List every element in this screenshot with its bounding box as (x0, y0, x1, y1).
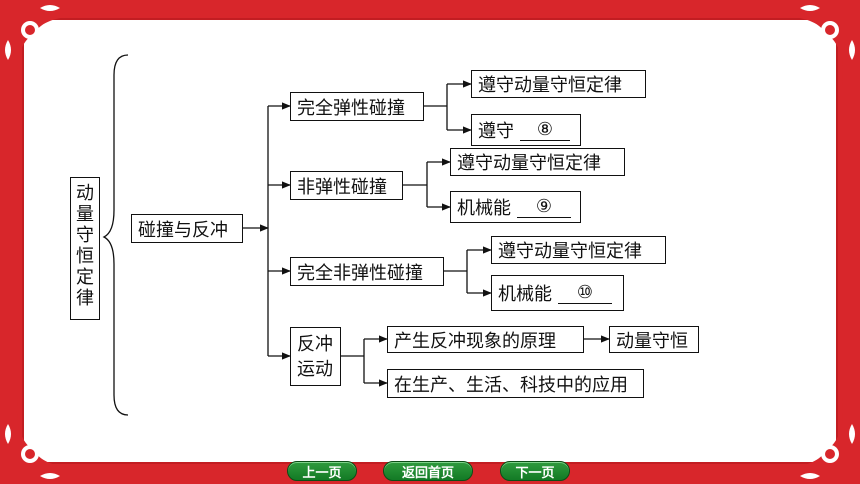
branch-label-line: 反冲 (297, 334, 333, 355)
branch-label: 完全非弹性碰撞 (297, 262, 423, 284)
item-text: 遵守动量守恒定律 (478, 75, 622, 96)
item-text: 遵守 (478, 121, 514, 142)
item-box: 遵守 ⑧ (471, 114, 581, 146)
root-box: 动 量 守 恒 定 律 (70, 177, 100, 320)
root-char: 守 (76, 225, 94, 246)
next-page-label: 下一页 (515, 465, 555, 481)
home-button[interactable]: 返回首页 (383, 461, 473, 481)
item-box: 机械能 ⑩ (491, 275, 624, 311)
branch-label: 非弹性碰撞 (297, 176, 387, 198)
root-char: 恒 (76, 246, 94, 267)
branch-label: 完全弹性碰撞 (297, 97, 405, 119)
item-box: 机械能 ⑨ (450, 191, 581, 223)
item-box: 遵守动量守恒定律 (450, 148, 625, 176)
result-text: 动量守恒 (616, 330, 688, 352)
brace (102, 54, 129, 416)
branch-box-inelastic: 非弹性碰撞 (290, 171, 403, 200)
item-text: 遵守动量守恒定律 (498, 241, 642, 262)
item-text: 机械能 (498, 284, 552, 305)
root-char: 量 (76, 204, 94, 225)
root-char: 动 (76, 183, 94, 204)
fill-blank: ⑨ (517, 196, 571, 218)
item-text: 机械能 (457, 198, 511, 219)
corner-ornament-top-right (774, 0, 860, 86)
result-box: 动量守恒 (609, 326, 699, 353)
corner-ornament-top-left (0, 0, 86, 86)
branch-label-line: 运动 (297, 359, 333, 380)
item-box: 在生产、生活、科技中的应用 (387, 369, 644, 398)
root-char: 定 (76, 267, 94, 288)
item-box: 遵守动量守恒定律 (491, 236, 666, 264)
prev-page-label: 上一页 (302, 465, 342, 481)
frame-top-band (0, 0, 860, 20)
corner-ornament-bottom-left (0, 398, 86, 484)
home-label: 返回首页 (401, 465, 454, 481)
branch-box-recoil: 反冲 运动 (290, 327, 341, 386)
item-text: 产生反冲现象的原理 (394, 330, 556, 352)
fill-blank: ⑩ (558, 282, 612, 304)
root-char: 律 (76, 288, 94, 309)
prev-page-button[interactable]: 上一页 (287, 461, 357, 481)
branch-box-perfectly-inelastic: 完全非弹性碰撞 (290, 257, 444, 286)
fill-blank: ⑧ (520, 119, 570, 141)
item-box: 产生反冲现象的原理 (387, 326, 584, 353)
branch-box-elastic: 完全弹性碰撞 (290, 92, 424, 121)
item-text: 遵守动量守恒定律 (457, 153, 601, 174)
corner-ornament-bottom-right (774, 398, 860, 484)
item-text: 在生产、生活、科技中的应用 (394, 374, 628, 396)
item-box: 遵守动量守恒定律 (471, 70, 646, 98)
hub-box: 碰撞与反冲 (131, 214, 243, 243)
hub-label: 碰撞与反冲 (138, 219, 228, 241)
next-page-button[interactable]: 下一页 (500, 461, 570, 481)
